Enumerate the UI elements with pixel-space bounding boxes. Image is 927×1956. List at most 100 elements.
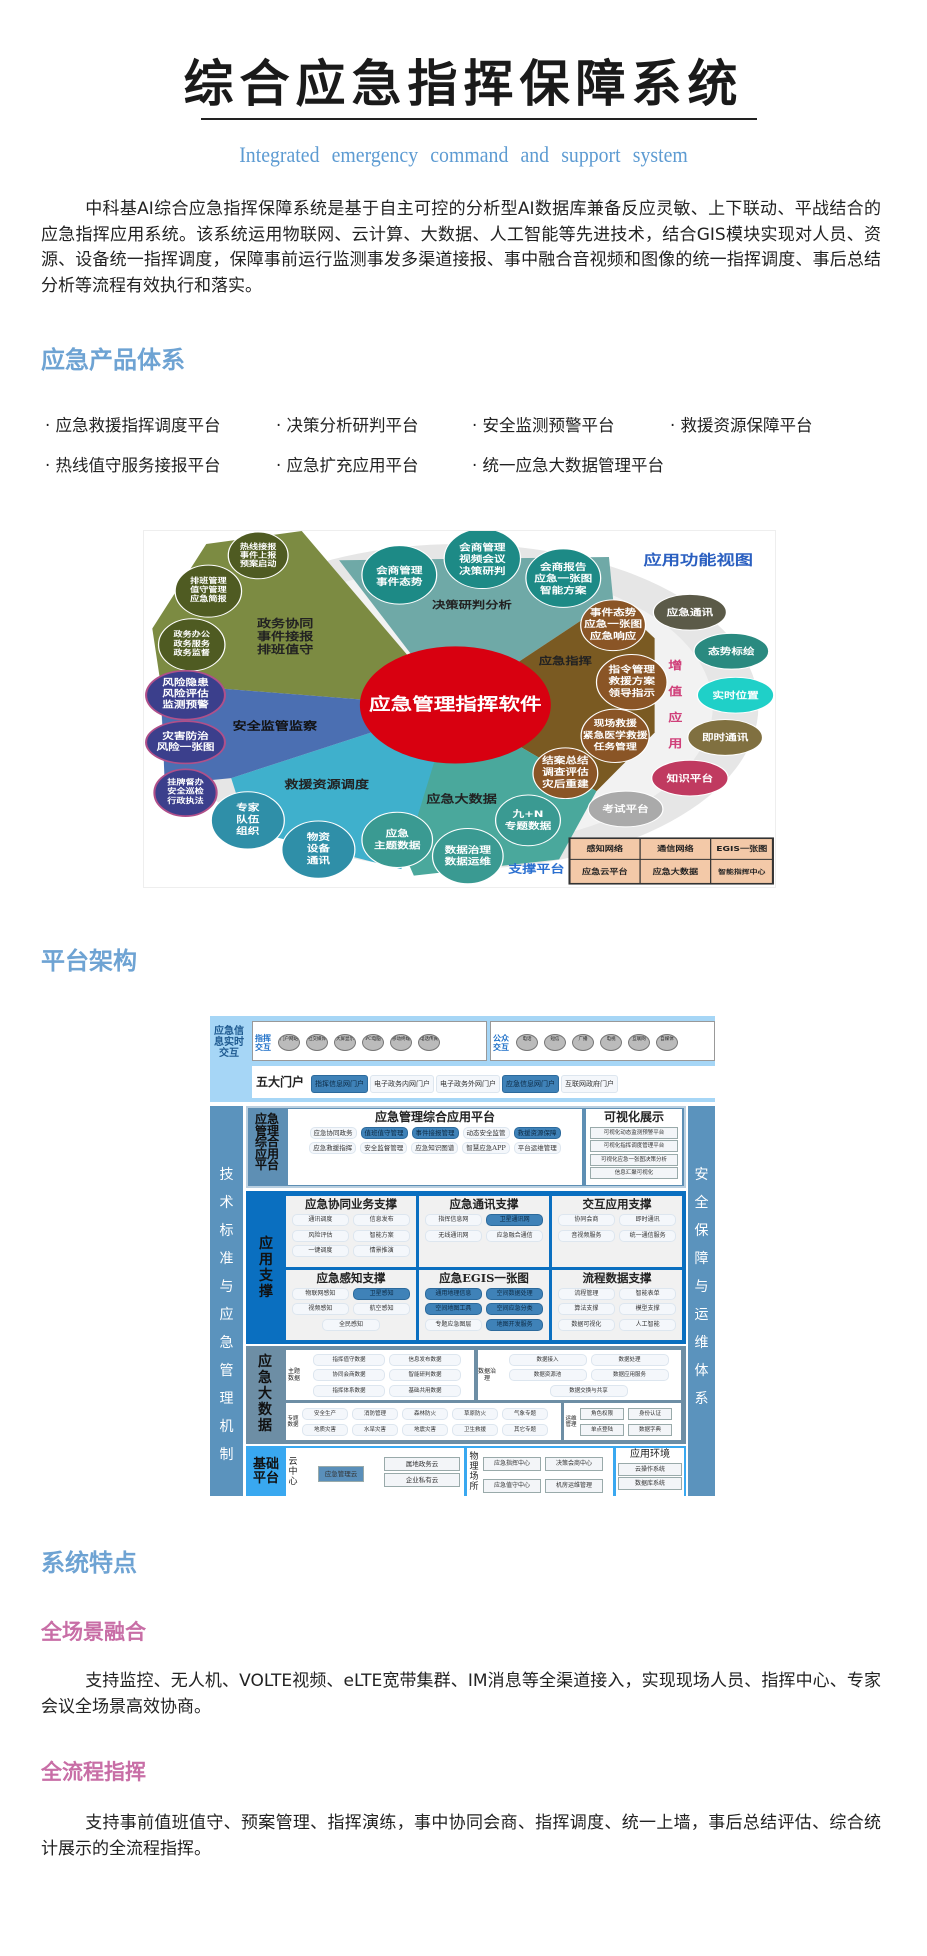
command-interaction-label: 指挥交互 [255, 1032, 271, 1052]
module-chip: 地质灾害 [302, 1423, 348, 1436]
channel-icon: 互联网 [628, 1034, 650, 1051]
standards-sidebar: 技术标准与应急管理机制 [210, 1106, 243, 1496]
label-line: 数据运维 [445, 856, 492, 867]
bubble-label: 风险隐患风险评估监测预警 [162, 677, 209, 710]
module-chip: 可视化应急一张图决策分析 [590, 1153, 678, 1166]
label-line: 安全监管监察 [232, 719, 317, 732]
physical-site-label: 物理场所 [469, 1452, 479, 1492]
module-chip: 应急救援指挥 [309, 1141, 357, 1154]
security-sidebar: 安全保障与运维体系 [688, 1106, 715, 1496]
label-line: 紧急医学救援 [583, 729, 648, 740]
label-line: 救援方案 [609, 675, 656, 686]
product-item: · 决策分析研判平台 [276, 416, 419, 435]
bubble-label: 排班管理值守管理应急简报 [190, 576, 227, 603]
decision-bubbles [361, 531, 602, 608]
module-chip: 身份认证 [628, 1408, 672, 1420]
label-line: 事件接报 [257, 629, 314, 642]
module-chip: 指挥信息网门户 [311, 1075, 369, 1093]
label-line: 领导指示 [609, 687, 656, 698]
label-line: 排班值守 [257, 642, 314, 655]
label-line: 风险隐患 [162, 677, 209, 688]
module-chip: 智慧应急APP [462, 1141, 510, 1154]
label-line: 用 [667, 737, 682, 750]
module-chip: 单点登陆 [580, 1423, 624, 1436]
label-line: 值守管理 [190, 585, 227, 594]
label-line: 监测预警 [162, 699, 209, 710]
support-group: 应急EGIS一张图通用地理信息空间数据处理空间地图工具空间应急分类专题应急图层地… [419, 1269, 549, 1340]
intro-paragraph: 中科基AI综合应急指挥保障系统是基于自主可控的分析型AI数据库兼备反应灵敏、上下… [41, 199, 881, 296]
sector-label: 安全监管监察 [232, 719, 317, 732]
module-chip: 属地政务云 [384, 1457, 460, 1472]
product-item: · 统一应急大数据管理平台 [472, 456, 664, 475]
module-chip: 空间地图工具 [424, 1303, 482, 1315]
module-chip: 互联网政府门户 [561, 1075, 619, 1093]
channel-icon: 电话 [516, 1034, 538, 1051]
label-line: 应急一张图 [584, 619, 642, 630]
module-chip: 水旱灾害 [352, 1423, 398, 1436]
bubble-label: 专家队伍组织 [236, 802, 260, 837]
support-cell: 智能指挥中心 [718, 868, 765, 876]
module-chip: 数据可视化 [557, 1318, 615, 1331]
support-group-title: 交互应用支撑 [582, 1197, 652, 1211]
label-line: 专家 [236, 802, 260, 813]
support-platform-table: 感知网络 通信网络 EGIS一张图 应急云平台 应急大数据 智能指挥中心 [568, 837, 774, 885]
value-added-label: 态势标绘 [708, 646, 755, 657]
module-chip: 值班值守管理 [360, 1126, 408, 1139]
module-chip: 信息发布 [353, 1214, 411, 1226]
support-cell: 感知网络 [587, 844, 624, 853]
module-chip: 即时通讯 [619, 1214, 677, 1226]
label-line: 会商管理 [459, 542, 506, 553]
label-line: 事件态势 [376, 576, 423, 587]
channel-icon: 大屏显示 [334, 1034, 356, 1051]
module-chip: 视频感知 [291, 1303, 349, 1315]
center-ellipse [359, 646, 551, 764]
page-title: 综合应急指挥保障系统 [183, 54, 744, 113]
bubble-label: 政务办公政务服务政务监督 [173, 630, 210, 657]
label-line: 会商报告 [540, 561, 587, 572]
module-chip: 智能表单 [619, 1287, 677, 1300]
module-chip: 数据接入 [508, 1353, 587, 1366]
module-chip: 基础共用数据 [389, 1384, 461, 1397]
module-chip: 森林防火 [402, 1408, 448, 1420]
module-chip: 云操作系统 [618, 1462, 682, 1476]
bubble-label: 挂牌督办安全巡检行政执法 [166, 778, 204, 805]
channel-icon: 电话传真 [418, 1034, 440, 1051]
app-support-label: 应用支撑 [259, 1236, 273, 1300]
label-line: 视频会议 [459, 553, 506, 564]
product-item: · 安全监测预警平台 [472, 416, 615, 435]
title-divider [201, 118, 757, 120]
label-line: 安全巡检 [167, 787, 204, 796]
module-chip: 安全监督管理 [360, 1141, 408, 1154]
module-chip: 决策会商中心 [545, 1456, 603, 1471]
label-line: 主题数据 [374, 840, 421, 851]
value-added-label: 知识平台 [667, 773, 713, 784]
module-chip: 算法支撑 [557, 1303, 615, 1315]
module-chip: 可视化指挥调度管理平台 [590, 1140, 678, 1152]
channel-icon: 广播 [572, 1034, 594, 1051]
module-chip: 模型支撑 [619, 1303, 677, 1315]
feature-title: 全场景融合 [41, 1619, 146, 1644]
label-line: 任务管理 [592, 741, 637, 752]
support-group: 应急协同业务支撑通讯调度信息发布风险评估智能方案一键调度情景推演 [286, 1196, 416, 1267]
bigdata-bubbles [361, 794, 561, 885]
label-line: 专题数据 [505, 820, 552, 831]
label-line: 增 [668, 659, 682, 672]
theme-data-label: 主题数据 [287, 1368, 300, 1382]
support-group-title: 应急通讯支撑 [449, 1197, 519, 1211]
label-line: 应急指挥 [539, 655, 592, 667]
product-item: · 应急扩充应用平台 [276, 456, 419, 475]
module-chip: 草原防火 [452, 1408, 498, 1420]
feature-title: 全流程指挥 [41, 1759, 146, 1784]
portals-label: 五大门户 [256, 1075, 305, 1089]
module-chip: 智能研判数据 [389, 1369, 461, 1382]
label-line: 排班管理 [190, 576, 227, 585]
product-item: · 应急救援指挥调度平台 [45, 416, 221, 435]
products-heading: 应急产品体系 [41, 345, 185, 374]
bubble-label: 物资设备通讯 [307, 831, 331, 866]
label-line: 政务办公 [173, 630, 210, 639]
label-line: 调查评估 [542, 766, 589, 777]
feature-text: 支持事前值班值守、预案管理、指挥演练，事中协同会商、指挥调度、统一上墙，事后总结… [41, 1813, 881, 1859]
label-line: 数据治理 [445, 844, 492, 855]
module-chip: 卫生救援 [452, 1423, 498, 1436]
